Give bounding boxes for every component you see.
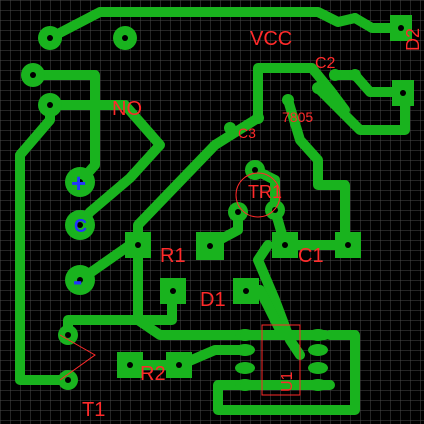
pad-u1-7 bbox=[308, 362, 328, 374]
pad-u1-2 bbox=[235, 344, 255, 356]
label-plus: + bbox=[71, 168, 86, 198]
hole bbox=[243, 288, 249, 294]
trace-d1 bbox=[133, 240, 177, 325]
label-c3: C3 bbox=[238, 125, 256, 141]
pad-c3-1 bbox=[252, 112, 264, 124]
t1-outline bbox=[59, 334, 96, 381]
silkscreen-labels: VCC NO C2 D2 7805 C3 TR1 R1 C1 D1 R2 T1 … bbox=[71, 28, 423, 421]
pad-7805-2 bbox=[312, 82, 324, 94]
pad-u1-6 bbox=[308, 344, 328, 356]
label-vcc: VCC bbox=[250, 28, 292, 50]
hole bbox=[30, 72, 36, 78]
hole bbox=[47, 102, 53, 108]
label-r1: R1 bbox=[160, 245, 186, 267]
u1-outline bbox=[261, 324, 301, 396]
hole bbox=[77, 277, 83, 283]
hole bbox=[65, 332, 71, 338]
silkscreen-outlines bbox=[59, 172, 301, 396]
label-no: NO bbox=[112, 98, 142, 120]
label-c1: C1 bbox=[298, 245, 324, 267]
tr1-outline bbox=[235, 172, 281, 218]
drill-holes bbox=[30, 25, 406, 383]
pad-c2-2 bbox=[349, 69, 361, 81]
trace-tr1-c1 bbox=[250, 165, 290, 250]
trace-reg-out bbox=[283, 95, 350, 255]
hole bbox=[235, 209, 241, 215]
label-u1: U1 bbox=[279, 371, 296, 392]
trace-c1-down bbox=[253, 240, 305, 360]
hole bbox=[272, 207, 278, 213]
hole bbox=[47, 35, 53, 41]
trace-7805-right bbox=[313, 83, 410, 135]
trace-c2-d2 bbox=[330, 70, 405, 97]
hole bbox=[122, 35, 128, 41]
hole bbox=[400, 90, 406, 96]
pad-7805-1 bbox=[282, 94, 294, 106]
label-7805: 7805 bbox=[282, 109, 313, 125]
label-t1: T1 bbox=[82, 399, 105, 421]
label-d1: D1 bbox=[200, 289, 226, 311]
trace-vcc-top bbox=[45, 7, 360, 43]
hole bbox=[282, 242, 288, 248]
pad-u1-bar-top bbox=[240, 330, 330, 340]
hole bbox=[65, 377, 71, 383]
pad-c3-2 bbox=[224, 122, 236, 134]
hole bbox=[170, 288, 176, 294]
label-c2: C2 bbox=[315, 55, 336, 72]
hole bbox=[398, 25, 404, 31]
trace-u1-right bbox=[213, 330, 360, 415]
pad-u1-3 bbox=[235, 362, 255, 374]
label-d2: D2 bbox=[403, 28, 423, 51]
hole bbox=[207, 243, 213, 249]
label-r2: R2 bbox=[140, 363, 166, 385]
hole bbox=[345, 242, 351, 248]
hole bbox=[176, 362, 182, 368]
hole bbox=[77, 179, 83, 185]
pad-c2-1 bbox=[329, 69, 341, 81]
pads bbox=[21, 15, 414, 391]
trace-r2 bbox=[125, 345, 250, 370]
hole bbox=[135, 242, 141, 248]
label-minus: - bbox=[73, 265, 82, 296]
hole bbox=[77, 222, 83, 228]
hole bbox=[127, 362, 133, 368]
label-c: C bbox=[74, 216, 87, 236]
hole bbox=[252, 167, 258, 173]
label-tr1: TR1 bbox=[248, 182, 282, 202]
